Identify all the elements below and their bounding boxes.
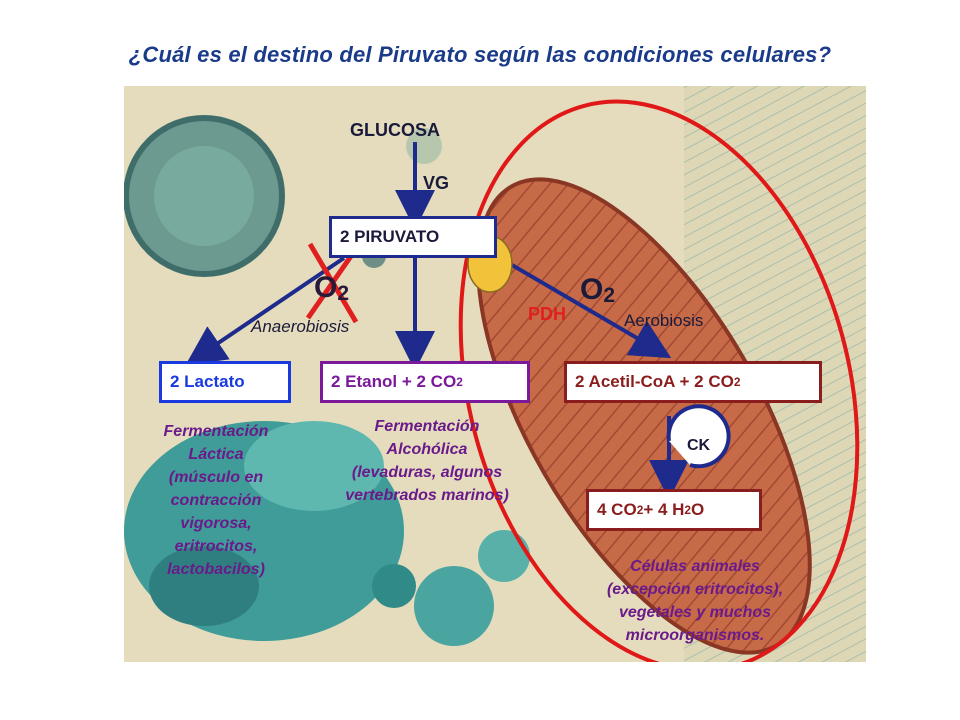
page-title: ¿Cuál es el destino del Piruvato según l… (128, 42, 832, 67)
micrograph-background (124, 86, 866, 662)
piruvato-label: 2 PIRUVATO (340, 227, 440, 246)
note-lactica: Fermentación Láctica (músculo en contrac… (163, 423, 269, 578)
krebs-cycle-icon (666, 404, 731, 469)
aerobiosis-label: Aerobiosis (624, 311, 704, 330)
anaerobiosis-label: Anaerobiosis (251, 317, 350, 336)
aerobic-pathway-highlight (458, 99, 860, 662)
vg-label: VG (423, 173, 450, 193)
oxygen-right: O2 (580, 273, 616, 307)
piruvato-box: 2 PIRUVATO (329, 216, 497, 258)
oxygen-left: O2 (314, 271, 350, 305)
arrow-piruvato-lactato (185, 256, 346, 366)
no-oxygen-cross-b (305, 244, 361, 320)
arrow-piruvato-acetil (498, 256, 672, 359)
note-aerobica: Células animales (excepción eritrocitos)… (606, 558, 784, 644)
note-alcoholica: Fermentación Alcohólica (levaduras, algu… (345, 418, 509, 504)
pdh-label: PDH (528, 304, 567, 324)
glucosa-label: GLUCOSA (350, 120, 440, 140)
diagram-stage: GLUCOSA VG 2 PIRUVATO O2 Anaerobiosis O2… (124, 86, 866, 662)
lactato-label: 2 Lactato (170, 372, 245, 391)
lactato-box: 2 Lactato (159, 361, 291, 403)
ck-label: CK (687, 437, 711, 454)
